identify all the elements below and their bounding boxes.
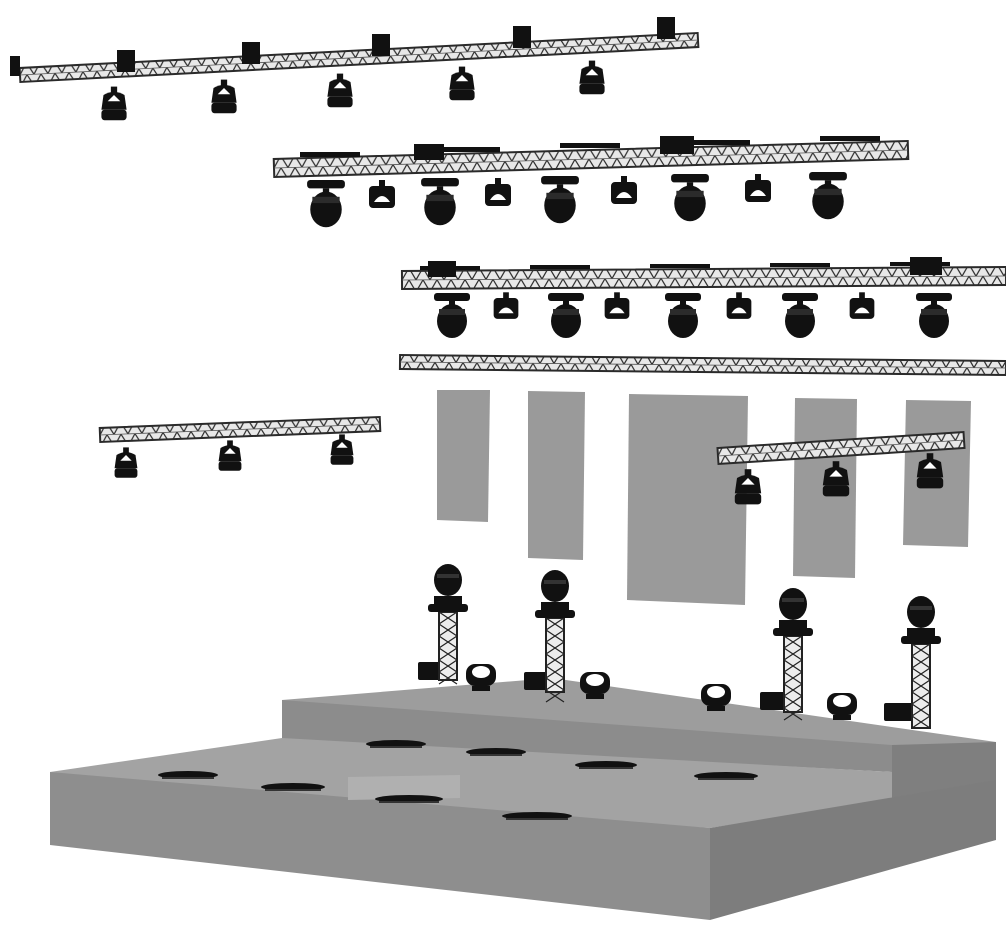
- led-bar-fixture-icon: [575, 761, 637, 769]
- spot-fixture-icon: [327, 73, 353, 108]
- led-bar-fixture-icon: [375, 795, 443, 803]
- truss: [98, 415, 382, 444]
- truss-clamp-block: [414, 144, 444, 160]
- floor-wash-fixture-icon: [466, 664, 496, 691]
- led-bar-fixture-icon: [366, 740, 426, 748]
- truss: [272, 139, 910, 179]
- truss-clamp-block: [513, 26, 531, 48]
- truss-towers: [428, 564, 941, 729]
- spot-fixture-icon: [101, 86, 127, 121]
- stage-lower-tier: [50, 738, 996, 920]
- truss: [398, 353, 1006, 377]
- truss-clamp-block: [910, 257, 942, 275]
- truss-clamp-block: [372, 34, 390, 56]
- truss-tower-icon: [773, 588, 813, 721]
- floor-wash-fixture-icon: [580, 672, 610, 699]
- floor-spot-fixture-icon: [884, 703, 914, 721]
- moving-head-fixture-icon: [548, 293, 584, 338]
- moving-head-fixture-icon: [782, 293, 818, 338]
- spot-fixture-icon: [114, 447, 138, 478]
- led-bar-fixture-icon: [466, 748, 526, 756]
- wash-fixture-icon: [604, 292, 630, 319]
- spot-fixture-icon: [218, 440, 242, 471]
- moving-head-fixture-icon: [421, 178, 459, 226]
- trusses: [10, 17, 1006, 466]
- led-bar-fixture-icon: [158, 771, 218, 779]
- fixtures: [101, 60, 952, 820]
- floor-spot-fixture-icon: [760, 692, 790, 710]
- truss-tower-icon: [901, 596, 941, 729]
- moving-head-fixture-icon: [809, 172, 847, 220]
- truss-clamp-block: [242, 42, 260, 64]
- moving-head-fixture-icon: [916, 293, 952, 338]
- led-bar-fixture-icon: [694, 772, 758, 780]
- spot-fixture-icon: [449, 66, 475, 101]
- truss-tower-icon: [535, 570, 575, 703]
- spot-fixture-icon: [330, 434, 354, 465]
- spot-fixture-icon: [916, 453, 944, 489]
- truss-tower-icon: [428, 564, 468, 685]
- led-bar-fixture-icon: [502, 812, 572, 820]
- screen-panel: [437, 390, 490, 522]
- wash-fixture-icon: [745, 174, 771, 202]
- spot-fixture-icon: [822, 461, 850, 497]
- screen-panel: [627, 394, 748, 605]
- wash-fixture-icon: [369, 180, 395, 208]
- stage: [50, 678, 996, 920]
- truss-clamp-block: [10, 56, 20, 76]
- truss-clamp-block: [657, 17, 675, 39]
- wash-fixture-icon: [611, 176, 637, 204]
- led-bar-fixture-icon: [261, 783, 325, 791]
- moving-head-fixture-icon: [671, 174, 709, 222]
- stage-upper-tier: [282, 678, 996, 800]
- moving-head-fixture-icon: [307, 180, 345, 228]
- floor-wash-fixture-icon: [701, 684, 731, 711]
- truss: [716, 430, 966, 466]
- moving-head-fixture-icon: [665, 293, 701, 338]
- spot-fixture-icon: [734, 469, 762, 505]
- spot-fixture-icon: [211, 79, 237, 114]
- wash-fixture-icon: [493, 292, 519, 319]
- wash-fixture-icon: [726, 292, 752, 319]
- wash-fixture-icon: [485, 178, 511, 206]
- floor-wash-fixture-icon: [827, 693, 857, 720]
- truss-clamp-block: [117, 50, 135, 72]
- truss-clamp-block: [428, 261, 456, 277]
- truss-clamp-block: [660, 136, 694, 154]
- video-screens: [437, 390, 971, 605]
- screen-panel: [528, 391, 585, 560]
- spot-fixture-icon: [579, 60, 605, 95]
- moving-head-fixture-icon: [541, 176, 579, 224]
- wash-fixture-icon: [849, 292, 875, 319]
- moving-head-fixture-icon: [434, 293, 470, 338]
